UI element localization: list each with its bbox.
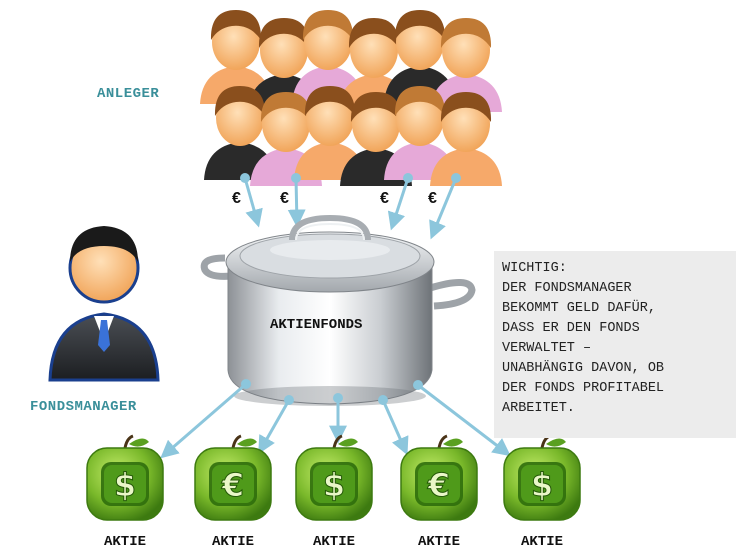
stock-apples: $ € $ € $ — [86, 434, 581, 521]
note-line: UNABHÄNGIG DAVON, OB — [502, 361, 665, 376]
note-line: BEKOMMT GELD DAFÜR, — [502, 301, 656, 316]
green-apple-currency-icon: $ — [86, 434, 164, 521]
fund-manager-label: FONDSMANAGER — [30, 399, 137, 415]
stock-label: AKTIE — [312, 534, 355, 550]
important-note: WICHTIG: DER FONDSMANAGER BEKOMMT GELD D… — [494, 251, 736, 438]
arrow-investor-3 — [387, 177, 410, 231]
currency-symbol: € — [221, 466, 244, 504]
currency-symbol: $ — [114, 466, 136, 504]
green-apple-currency-icon: $ — [503, 434, 581, 521]
arrow-stock-5 — [417, 383, 511, 457]
note-line: DASS ER DEN FONDS — [502, 321, 640, 336]
cooking-pot-icon — [200, 214, 476, 406]
arrow-stock-4 — [381, 399, 409, 456]
stock-label: AKTIE — [520, 534, 563, 550]
fund-label: AKTIENFONDS — [270, 317, 363, 333]
businessman-icon — [48, 226, 160, 382]
investor-crowd — [200, 10, 502, 186]
arrow-stock-1 — [160, 382, 247, 459]
stock-arrows — [160, 379, 511, 459]
note-line: DER FONDSMANAGER — [502, 281, 632, 296]
arrow-investor-2 — [287, 177, 306, 228]
note-line: ARBEITET. — [502, 401, 575, 416]
investors-label: ANLEGER — [97, 86, 160, 102]
note-line: DER FONDS PROFITABEL — [502, 381, 665, 396]
arrow-stock-2 — [258, 399, 291, 455]
euro-symbol: € — [380, 190, 389, 207]
note-line: VERWALTET – — [502, 341, 592, 356]
investor-avatar-icon — [200, 10, 272, 104]
investor-avatar-icon — [294, 86, 366, 180]
investor-arrows — [240, 173, 461, 240]
note-line: WICHTIG: — [502, 261, 567, 276]
arrow-investor-1 — [243, 177, 263, 228]
euro-symbol: € — [280, 190, 289, 207]
investor-avatar-icon — [430, 92, 502, 186]
stock-label: AKTIE — [103, 534, 146, 550]
currency-symbol: $ — [323, 466, 345, 504]
currency-symbol: $ — [531, 466, 553, 504]
stock-label: AKTIE — [211, 534, 254, 550]
currency-symbol: € — [427, 466, 450, 504]
euro-symbol: € — [428, 190, 437, 207]
green-apple-currency-icon: $ — [295, 434, 373, 521]
euro-symbol: € — [232, 190, 241, 207]
green-apple-currency-icon: € — [194, 434, 272, 521]
stock-label: AKTIE — [417, 534, 460, 550]
arrow-investor-4 — [429, 177, 458, 240]
green-apple-currency-icon: € — [400, 434, 478, 521]
